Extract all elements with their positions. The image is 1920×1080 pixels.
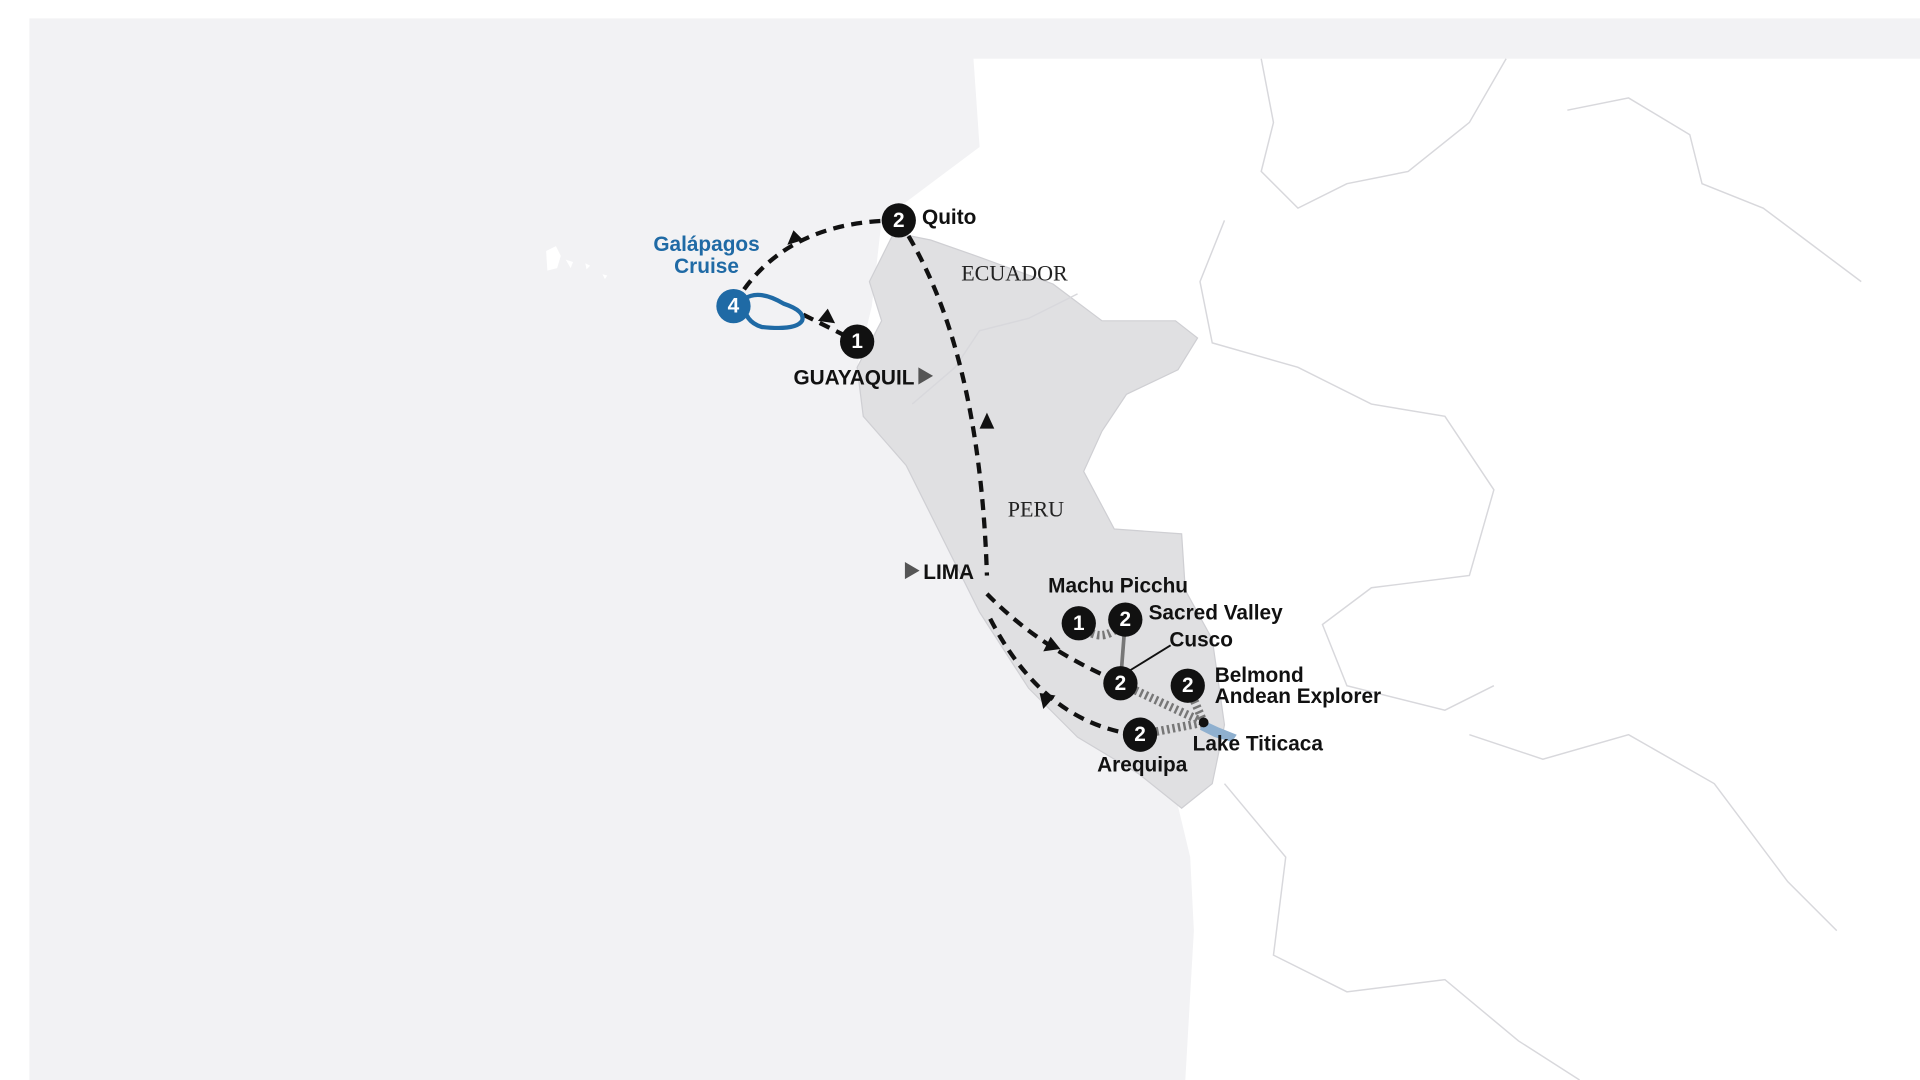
label-galapagos-cruise: Cruise [674,255,739,278]
arrow-icon [1043,636,1061,652]
cusco-leader-line [1128,644,1172,672]
label-guayaquil: GUAYAQUIL [793,366,914,389]
label-lima: LIMA [923,561,974,584]
label-quito: Quito [922,206,976,229]
route-guayaquil-quito [896,219,990,576]
label-sacred-valley: Sacred Valley [1149,602,1284,625]
peru-ecuador-highlight [856,231,1226,809]
land [857,58,1920,1080]
stop-labels: Quito Galápagos Cruise GUAYAQUIL LIMA Ma… [653,206,1381,776]
stop-markers[interactable]: 2 4 1 1 2 2 2 2 [716,203,1205,752]
ecuador-peru-border [911,293,1078,405]
label-arequipa: Arequipa [1097,753,1188,776]
svg-text:1: 1 [851,330,863,353]
svg-text:1: 1 [1073,612,1085,635]
arrow-icon [904,562,920,580]
arrow-icon [979,412,995,429]
country-label-ecuador: ECUADOR [961,260,1068,285]
label-lake-titicaca: Lake Titicaca [1193,733,1324,756]
country-label-peru: PERU [1008,497,1064,522]
svg-text:2: 2 [1182,674,1194,697]
lake-titicaca [1200,720,1237,743]
label-belmond: Belmond [1215,664,1304,687]
direction-arrows [787,230,1061,709]
label-galapagos: Galápagos [653,233,759,256]
svg-text:2: 2 [1134,723,1146,746]
arrow-icon [817,308,836,324]
svg-text:4: 4 [728,295,740,318]
galapagos-cruise-loop [742,292,805,331]
arrow-icon [1039,693,1056,709]
galapagos-islands [546,246,608,280]
route-lima-cusco [985,592,1118,683]
rail-cusco-titicaca [1118,679,1206,727]
country-borders [1199,58,1862,1080]
route-galapagos-guayaquil [802,312,859,344]
svg-text:2: 2 [1120,608,1132,631]
route-quito-galapagos [732,218,899,305]
arrow-icon [918,367,934,385]
arrow-icon [787,230,804,245]
lake-titicaca-dot [1198,717,1209,728]
label-machu-picchu: Machu Picchu [1048,575,1188,598]
label-andean-explorer: Andean Explorer [1215,685,1381,708]
label-cusco: Cusco [1169,629,1233,652]
svg-text:2: 2 [893,209,905,232]
svg-text:2: 2 [1115,672,1127,695]
